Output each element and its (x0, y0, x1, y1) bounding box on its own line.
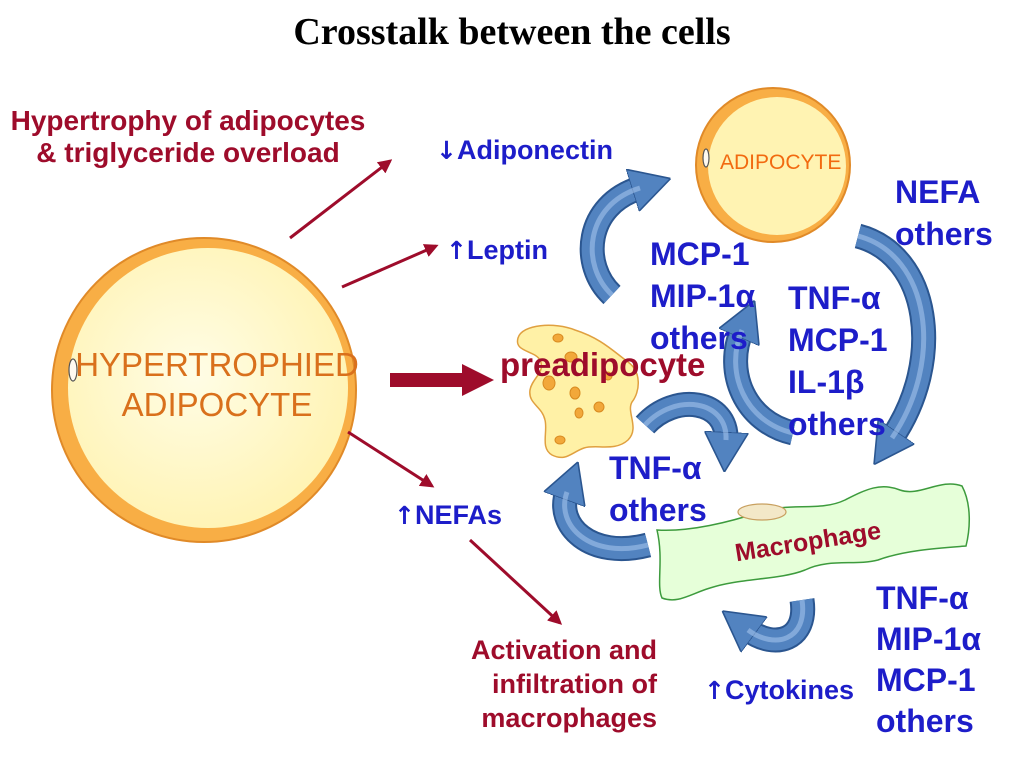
cell-lipid-droplet (68, 248, 348, 528)
arrow-to-macrophage-activation (468, 538, 563, 625)
macrophage-nucleus (737, 503, 787, 521)
macrophage-cell (656, 483, 970, 601)
up-arrow-icon: ↑ (704, 676, 725, 705)
preadipocyte-dot (552, 333, 564, 343)
curved-arrow-macrophage-to-preadipocyte (565, 492, 652, 562)
preadipocyte-dot (564, 351, 578, 363)
curved-arrow-macrophage-to-adipocyte (736, 330, 797, 446)
preadipocyte-dot (593, 401, 605, 413)
cell-label-line: HYPERTROPHIED (75, 346, 359, 383)
signal-item: MCP-1 (788, 322, 888, 358)
adiponectin-text: Adiponectin (456, 135, 613, 165)
curved-arrow-preadipocyte-to-macrophage (635, 391, 726, 440)
signal-group-tnf-mip: TNF-α MIP-1α MCP-1 others (876, 578, 981, 742)
cell-nucleus (702, 148, 710, 168)
signal-item: IL-1β (788, 364, 865, 400)
signal-item: others (609, 492, 707, 528)
preadipocyte-dot (554, 435, 566, 445)
cell-label-line: ADIPOCYTE (121, 386, 313, 423)
signal-group-nefa: NEFA others (895, 171, 993, 255)
up-arrow-icon: ↑ (446, 236, 467, 265)
cytokines-text: Cytokines (724, 675, 854, 705)
hypertrophied-adipocyte-cell (51, 237, 357, 543)
signal-item: MCP-1 (876, 662, 976, 698)
signal-item: TNF-α (876, 580, 969, 616)
macrophage-body (656, 483, 970, 601)
preadipocyte-cell (516, 324, 639, 459)
activation-line: Activation and (470, 635, 657, 665)
up-arrow-icon: ↑ (394, 501, 415, 530)
curved-arrow-preadipocyte-to-adipocyte (579, 188, 640, 305)
leptin-text: Leptin (466, 235, 548, 265)
arrow-to-nefas (347, 430, 435, 488)
hypertrophy-line: Hypertrophy of adipocytes (10, 105, 366, 136)
curved-arrow-macrophage-autocrine (748, 598, 816, 640)
adipocyte-label: ADIPOCYTE (720, 151, 842, 174)
preadipocyte-dot (569, 386, 581, 400)
signal-group-tnf-il: TNF-α MCP-1 IL-1β others (788, 277, 888, 445)
hypertrophy-line: & triglyceride overload (36, 137, 340, 168)
arrow-to-hypertrophy (289, 159, 393, 240)
signal-item: MCP-1 (650, 236, 750, 272)
cytokines-label: ↑Cytokines (704, 674, 854, 707)
signal-item: others (650, 320, 748, 356)
signal-group-tnf: TNF-α others (609, 447, 707, 531)
preadipocyte-dot (574, 407, 584, 419)
adipocyte-cell (695, 87, 851, 243)
signal-item: TNF-α (788, 280, 881, 316)
arrow-to-leptin (341, 244, 439, 289)
preadipocyte-label: preadipocyte (500, 346, 706, 383)
arrow-to-preadipocyte (390, 364, 494, 396)
cell-nucleus (68, 358, 78, 382)
signal-item: NEFA (895, 174, 981, 210)
signal-item: others (876, 703, 974, 739)
activation-line: macrophages (481, 703, 657, 733)
down-arrow-icon: ↓ (436, 136, 457, 165)
signal-group-mcp: MCP-1 MIP-1α others (650, 233, 755, 359)
signal-item: others (788, 406, 886, 442)
preadipocyte-dot (542, 375, 556, 391)
signal-item: TNF-α (609, 450, 702, 486)
signal-item: MIP-1α (650, 278, 756, 314)
nefas-label: ↑NEFAs (394, 499, 502, 532)
activation-line: infiltration of (492, 669, 657, 699)
signal-item: others (895, 216, 993, 252)
cell-lipid-droplet (708, 97, 846, 235)
macrophage-activation-text: Activation and infiltration of macrophag… (380, 633, 657, 735)
leptin-label: ↑Leptin (446, 234, 548, 267)
signal-item: MIP-1α (876, 621, 982, 657)
page-title: Crosstalk between the cells (293, 11, 731, 53)
hypertrophied-adipocyte-label: HYPERTROPHIED ADIPOCYTE (57, 345, 377, 425)
curved-arrow-adipocyte-to-macrophage (854, 223, 937, 438)
nefas-text: NEFAs (414, 500, 502, 530)
preadipocyte-dot (603, 371, 613, 381)
adiponectin-label: ↓Adiponectin (436, 134, 613, 167)
hypertrophy-text: Hypertrophy of adipocytes & triglyceride… (0, 105, 376, 169)
